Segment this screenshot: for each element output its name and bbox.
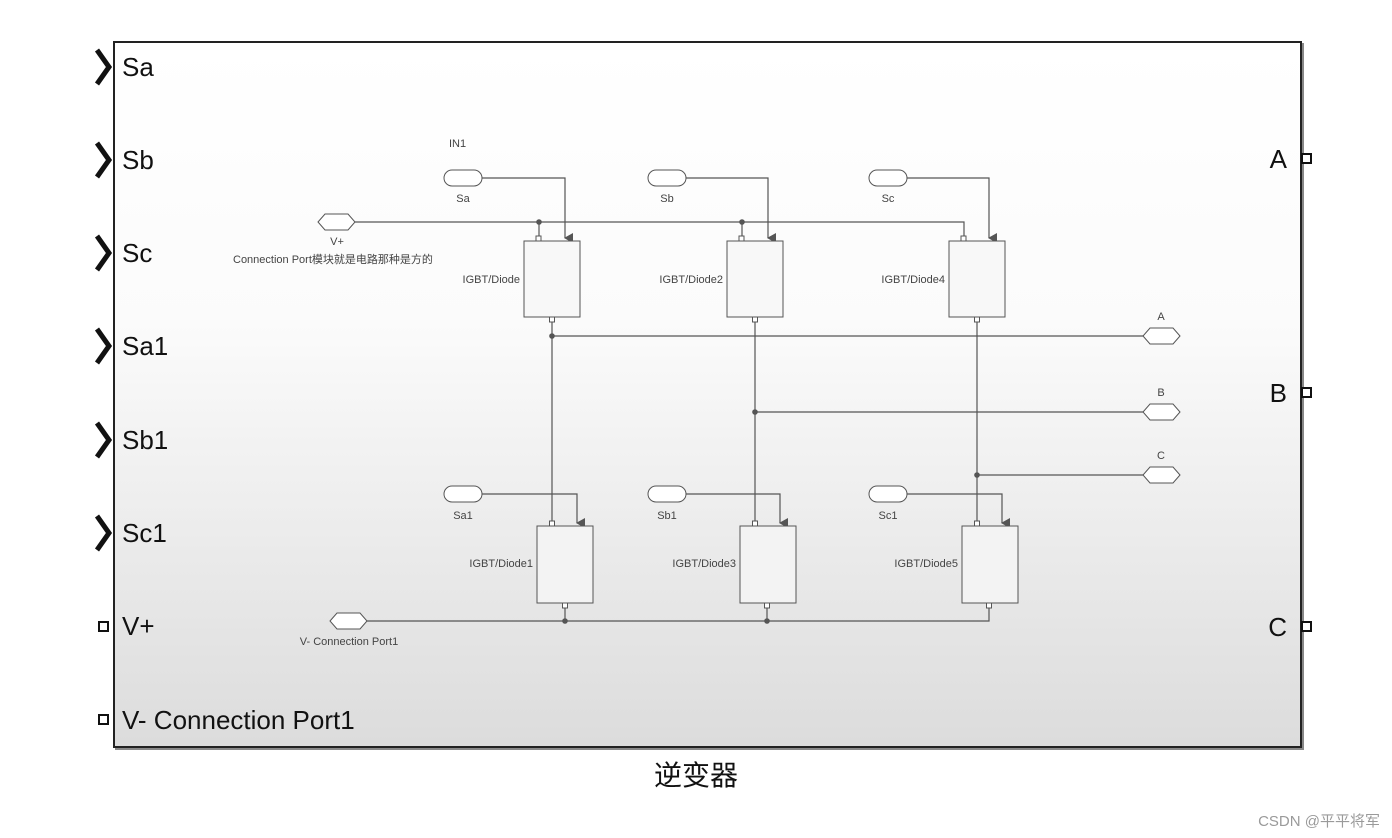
subsystem-block[interactable] (113, 41, 1302, 748)
input-port-sa-label: Sa (122, 52, 154, 82)
vplus-port-note: Connection Port模块就是电路那种是方的 (233, 252, 433, 266)
igbt-bottom-3-label: IGBT/Diode5 (894, 558, 958, 570)
igbt-block-top-2[interactable] (726, 235, 784, 323)
watermark: CSDN @平平将军 (1258, 813, 1380, 830)
from-tag-sc1[interactable] (868, 485, 908, 503)
connection-port-vplus-icon[interactable] (98, 621, 109, 632)
input-port-vplus-label: V+ (122, 611, 155, 641)
vplus-connection-port[interactable] (317, 213, 356, 231)
igbt-top-3-label: IGBT/Diode4 (881, 274, 945, 286)
from-tag-sc1-label: Sc1 (879, 510, 898, 522)
input-port-sc1-arrow-icon (94, 514, 113, 552)
connection-port-c-icon[interactable] (1301, 621, 1312, 632)
igbt-bottom-2-label: IGBT/Diode3 (672, 558, 736, 570)
igbt-top-1-label: IGBT/Diode (463, 274, 520, 286)
vplus-port-label: V+ (330, 236, 344, 248)
input-port-sb1-arrow-icon (94, 421, 113, 459)
igbt-block-top-1[interactable] (523, 235, 581, 323)
input-port-sb1-label: Sb1 (122, 425, 169, 455)
block-caption: 逆变器 (653, 759, 738, 792)
from-tag-sa[interactable] (443, 169, 483, 187)
connection-port-a-icon[interactable] (1301, 153, 1312, 164)
igbt-block-bottom-2[interactable] (739, 520, 797, 609)
in1-note: IN1 (449, 138, 466, 150)
from-tag-sb1[interactable] (647, 485, 687, 503)
input-port-sc-label: Sc (122, 238, 153, 268)
input-port-sa-arrow-icon (94, 48, 113, 86)
igbt-block-bottom-1[interactable] (536, 520, 594, 609)
from-tag-sc[interactable] (868, 169, 908, 187)
connection-port-b-icon[interactable] (1301, 387, 1312, 398)
igbt-top-2-label: IGBT/Diode2 (659, 274, 723, 286)
input-port-vminus-label: V- Connection Port1 (122, 705, 355, 735)
from-tag-sa-label: Sa (456, 193, 470, 205)
from-tag-sb1-label: Sb1 (657, 510, 677, 522)
connection-port-vminus-icon[interactable] (98, 714, 109, 725)
input-port-sc1-label: Sc1 (122, 518, 167, 548)
vminus-connection-port[interactable] (329, 612, 368, 630)
output-port-a-label: A (1269, 144, 1287, 174)
input-port-sc-arrow-icon (94, 234, 113, 272)
phase-port-c-label: C (1157, 450, 1165, 462)
from-tag-sb-label: Sb (660, 193, 673, 205)
from-tag-sa1[interactable] (443, 485, 483, 503)
input-port-sb-arrow-icon (94, 141, 113, 179)
from-tag-sb[interactable] (647, 169, 687, 187)
from-tag-sa1-label: Sa1 (453, 510, 473, 522)
igbt-block-top-3[interactable] (948, 235, 1006, 323)
input-port-sa1-arrow-icon (94, 327, 113, 365)
phase-port-a-label: A (1157, 311, 1165, 323)
phase-port-c[interactable] (1142, 466, 1181, 484)
phase-port-a[interactable] (1142, 327, 1181, 345)
output-port-b-label: B (1269, 378, 1287, 408)
input-port-sa1-label: Sa1 (122, 331, 169, 361)
output-port-c-label: C (1268, 612, 1287, 642)
phase-port-b[interactable] (1142, 403, 1181, 421)
igbt-block-bottom-3[interactable] (961, 520, 1019, 609)
input-port-sb-label: Sb (122, 145, 154, 175)
from-tag-sc-label: Sc (882, 193, 895, 205)
igbt-bottom-1-label: IGBT/Diode1 (469, 558, 533, 570)
phase-port-b-label: B (1157, 387, 1164, 399)
vminus-port-label: V- Connection Port1 (300, 636, 398, 648)
